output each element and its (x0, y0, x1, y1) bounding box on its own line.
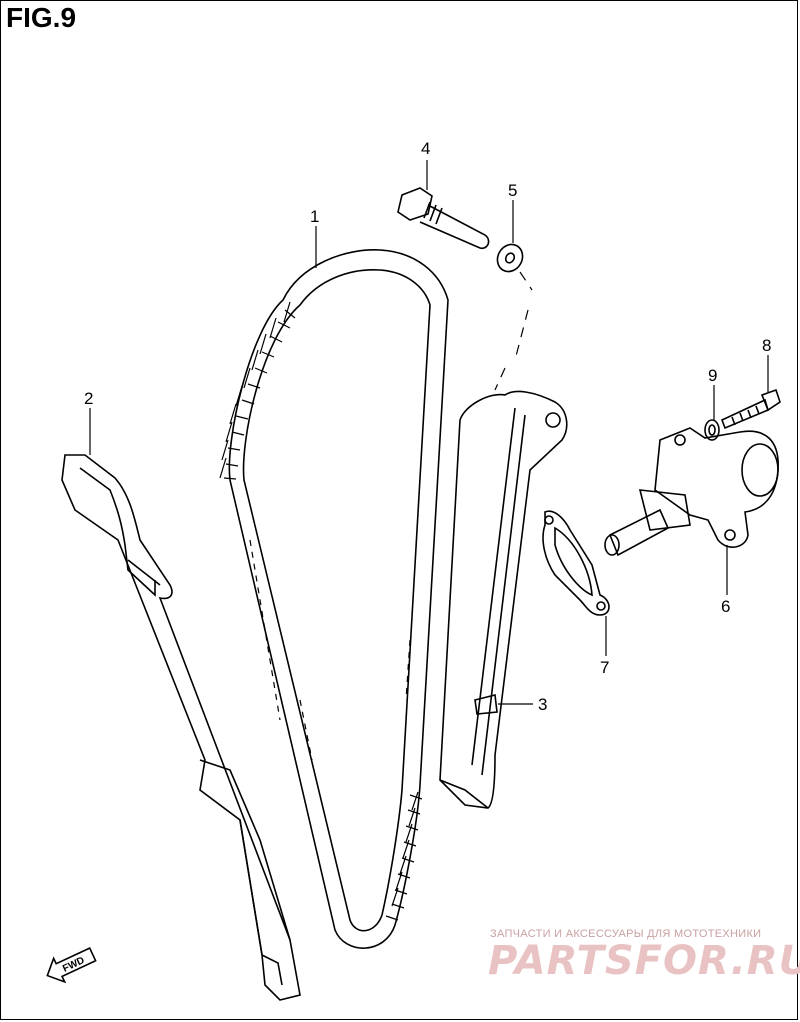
watermark-tagline: ЗАПЧАСТИ И АКСЕССУАРЫ ДЛЯ МОТОТЕХНИКИ (490, 928, 762, 940)
callout-6: 6 (721, 597, 730, 616)
watermark-logo: PARTSFOR.RU (488, 938, 800, 984)
washer-5 (496, 243, 524, 273)
figure-title: FIG.9 (6, 2, 77, 33)
dash-line-5 (494, 271, 533, 391)
tensioner-bolt (720, 388, 781, 430)
callout-8: 8 (762, 336, 771, 355)
callout-5: 5 (508, 181, 517, 200)
fwd-arrow-icon: FWD (46, 947, 97, 984)
chain-guide-rear (439, 390, 568, 809)
washer-9 (704, 419, 720, 441)
callout-3: 3 (538, 695, 547, 714)
guide-bolt (397, 187, 490, 250)
cam-chain (219, 249, 449, 949)
callout-7: 7 (600, 658, 609, 677)
chain-guide-front (61, 454, 301, 1001)
callout-9: 9 (708, 366, 717, 385)
leader-lines (89, 160, 769, 705)
chain-tensioner (604, 427, 779, 557)
chain-links-right (385, 791, 423, 921)
tensioner-gasket (542, 510, 610, 616)
chain-links-left (219, 301, 296, 480)
callout-4: 4 (421, 139, 430, 158)
callout-2: 2 (84, 389, 93, 408)
callout-1: 1 (310, 207, 319, 226)
